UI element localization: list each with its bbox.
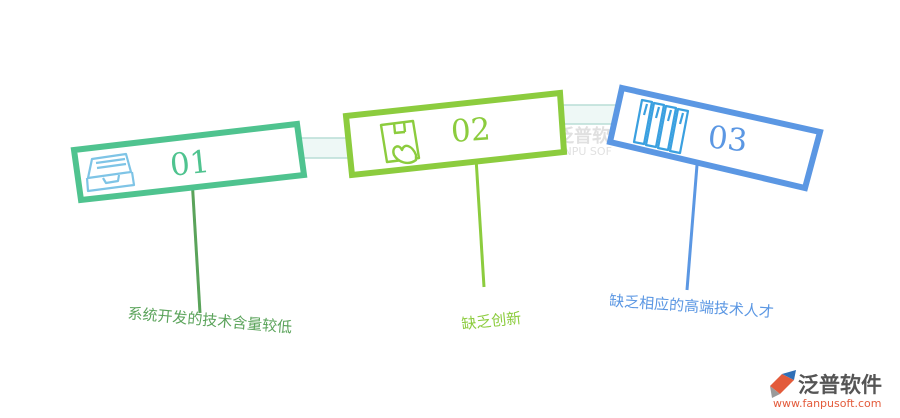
step-1-stem: [190, 177, 202, 314]
step-2: 02 缺乏创新: [342, 89, 568, 333]
step-3: 03 缺乏相应的高端技术人才: [606, 84, 824, 321]
step-1-number: 01: [168, 144, 211, 184]
center-watermark-subtext: ANPU SOF: [556, 145, 612, 158]
brand-name: 泛普软件: [798, 373, 882, 397]
brand-logo-icon: [770, 370, 796, 398]
step-3-stem: [685, 164, 699, 291]
step-1-caption: 系统开发的技术含量较低: [127, 304, 293, 336]
step-2-stem: [474, 157, 486, 288]
clipboard-heart-icon: [379, 119, 421, 165]
server-rack-icon: [632, 98, 690, 155]
step-1: 01 系统开发的技术含量较低: [70, 120, 308, 337]
step-2-number: 02: [450, 111, 492, 150]
brand-url: www.fanpusoft.com: [773, 397, 881, 410]
step-1-card: [70, 120, 308, 204]
brand-watermark: 泛普软件 www.fanpusoft.com: [770, 370, 882, 410]
inbox-tray-icon: [85, 152, 136, 193]
step-3-number: 03: [706, 119, 749, 159]
step-3-caption: 缺乏相应的高端技术人才: [609, 292, 775, 321]
step-2-caption: 缺乏创新: [461, 309, 523, 333]
